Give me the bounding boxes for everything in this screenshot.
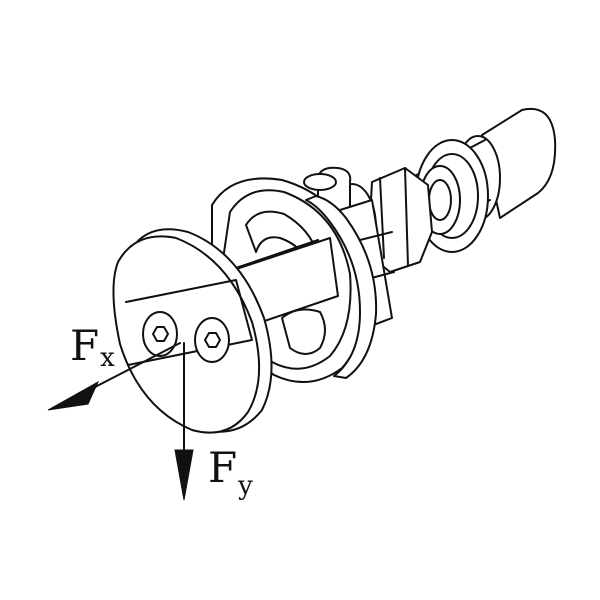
fy-arrow	[174, 342, 194, 501]
fy-label: Fy	[208, 443, 253, 501]
fx-arrow	[47, 342, 181, 411]
socket-screw-left	[142, 311, 178, 357]
flange-washer	[305, 195, 378, 379]
socket-screw-right	[194, 317, 230, 363]
fx-label: Fx	[70, 321, 115, 373]
